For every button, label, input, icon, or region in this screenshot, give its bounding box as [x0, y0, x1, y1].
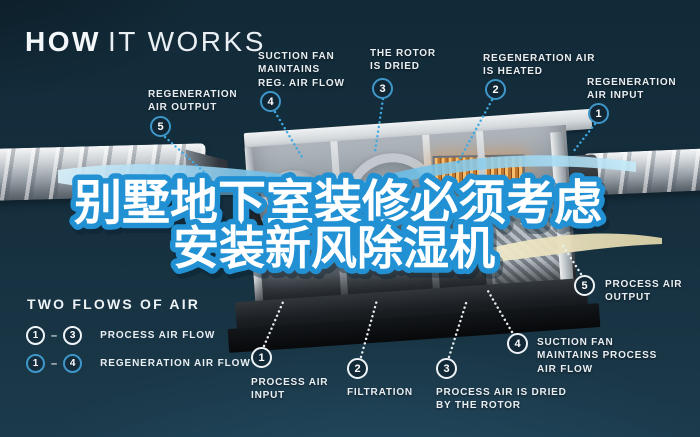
right-spiral-duct [583, 148, 700, 196]
callout-label: PROCESS AIR IS DRIED BY THE ROTOR [436, 387, 567, 412]
legend-range-dash: – [51, 357, 58, 370]
callout-badge-2-regeneration: 2 [485, 79, 506, 100]
badge-number: 3 [379, 82, 386, 95]
legend-heading: TWO FLOWS OF AIR [27, 296, 201, 312]
callout-badge-4-process: 4 [507, 333, 528, 354]
callout-badge-1-regeneration: 1 [588, 103, 609, 124]
legend-circle: 4 [63, 354, 83, 373]
callout-badge-5-process: 5 [574, 275, 595, 296]
legend-circle-number: 1 [32, 330, 39, 341]
legend-circle: 1 [26, 326, 45, 345]
badge-number: 1 [595, 107, 602, 120]
callout-label: REGENERATION AIR IS HEATED [483, 53, 596, 78]
badge-number: 4 [267, 95, 274, 108]
title-light: IT WORKS [107, 26, 266, 57]
legend-circle-number: 4 [69, 358, 76, 369]
callout-label: SUCTION FAN MAINTAINS REG. AIR FLOW [258, 51, 345, 89]
legend-row-regeneration: 1 – 4 REGENERATION AIR FLOW [26, 354, 251, 373]
legend-label: REGENERATION AIR FLOW [100, 358, 251, 369]
callout-badge-3-regeneration: 3 [372, 78, 393, 99]
callout-label: SUCTION FAN MAINTAINS PROCESS AIR FLOW [537, 337, 658, 375]
badge-number: 2 [354, 362, 361, 375]
left-duct-end-cone [185, 148, 228, 199]
callout-label: REGENERATION AIR INPUT [587, 77, 677, 102]
badge-number: 3 [443, 362, 450, 375]
callout-badge-1-process: 1 [251, 347, 272, 368]
left-spiral-duct [0, 143, 207, 201]
title-bold: HOW [25, 26, 101, 57]
callout-label: REGENERATION AIR OUTPUT [148, 89, 238, 114]
badge-number: 2 [492, 83, 499, 96]
legend-circle-number: 3 [69, 330, 76, 341]
callout-label: PROCESS AIR OUTPUT [605, 279, 683, 304]
legend-label: PROCESS AIR FLOW [100, 330, 216, 341]
callout-badge-4-regeneration: 4 [260, 91, 281, 112]
callout-badge-5-regeneration: 5 [150, 116, 171, 137]
callout-badge-3-process: 3 [436, 358, 457, 379]
badge-number: 4 [514, 337, 521, 350]
legend-circle: 3 [63, 326, 83, 345]
badge-number: 5 [157, 120, 164, 133]
badge-number: 1 [258, 351, 265, 364]
callout-badge-2-process: 2 [347, 358, 368, 379]
legend-circle-number: 1 [32, 358, 39, 369]
right-duct-collar [569, 154, 599, 194]
callout-label: PROCESS AIR INPUT [251, 377, 329, 402]
callout-label: THE ROTOR IS DRIED [370, 48, 436, 73]
badge-number: 5 [581, 279, 588, 292]
legend-range-dash: – [51, 329, 58, 342]
callout-label: FILTRATION [347, 387, 413, 398]
legend-circle: 1 [26, 354, 45, 373]
legend-row-process: 1 – 3 PROCESS AIR FLOW [26, 326, 215, 345]
